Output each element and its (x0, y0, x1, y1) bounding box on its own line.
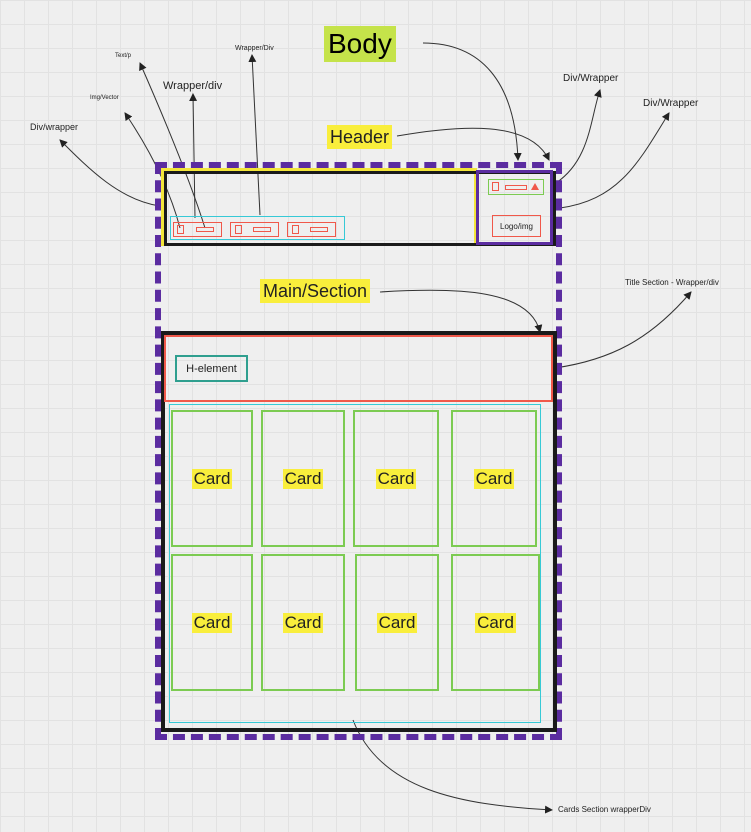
nav-item-1[interactable] (173, 222, 222, 237)
nav-icon-2 (235, 225, 242, 234)
title-section (164, 335, 553, 402)
header-icon-row (488, 179, 544, 195)
arrow-header (396, 127, 550, 161)
nav-item-2[interactable] (230, 222, 279, 237)
body-outline (155, 162, 562, 740)
icon-box (492, 182, 499, 191)
nav-icon-1 (177, 225, 184, 234)
card[interactable]: Card (355, 554, 439, 691)
card[interactable]: Card (171, 410, 253, 547)
annotation-title-section: Title Section - Wrapper/div (625, 278, 719, 287)
arrow-div-wrapper-right-1 (555, 89, 602, 184)
nav-text-2 (253, 227, 271, 232)
card-label: Card (376, 612, 418, 633)
annotation-div-wrapper-right-1: Div/Wrapper (563, 73, 619, 84)
annotation-wrapper-div: Wrapper/div (163, 80, 223, 92)
card[interactable]: Card (451, 554, 540, 691)
triangle-icon (531, 183, 539, 190)
card-label: Card (191, 612, 233, 633)
nav-text-1 (196, 227, 214, 232)
annotation-text-p: Text/p (115, 53, 132, 59)
card[interactable]: Card (261, 410, 345, 547)
main-section-wrapper (161, 331, 557, 732)
card[interactable]: Card (171, 554, 253, 691)
nav-wrapper (170, 216, 345, 240)
card-label: Card (191, 468, 233, 489)
annotation-div-wrapper-right-2: Div/Wrapper (643, 98, 699, 109)
header-section-label: Header (327, 125, 393, 149)
logo-label: Logo/img (500, 221, 533, 231)
logo[interactable]: Logo/img (492, 215, 541, 237)
h-element-label: H-element (186, 362, 237, 375)
annotation-img-vector: Img/Vector (90, 95, 119, 101)
card[interactable]: Card (451, 410, 537, 547)
nav-item-3[interactable] (287, 222, 336, 237)
h-element: H-element (175, 355, 248, 382)
icon-text (505, 185, 527, 190)
card[interactable]: Card (353, 410, 439, 547)
arrow-div-wrapper-right-2 (559, 112, 670, 209)
cards-section-wrapper (169, 404, 541, 723)
annotation-cards-section: Cards Section wrapperDiv (558, 805, 651, 814)
nav-icon-3 (292, 225, 299, 234)
header-right-wrapper (476, 170, 553, 245)
arrow-div-wrapper-left (59, 139, 161, 207)
arrow-title-section (554, 291, 692, 369)
card-label: Card (473, 468, 515, 489)
header-wrapper (164, 171, 556, 246)
card-label: Card (475, 612, 516, 633)
card-label: Card (375, 468, 417, 489)
diagram-title: Body (324, 26, 396, 62)
card-label: Card (282, 468, 324, 489)
nav-text-3 (310, 227, 328, 232)
card[interactable]: Card (261, 554, 345, 691)
arrow-body (422, 42, 522, 161)
annotation-div-wrapper-left: Div/wrapper (30, 122, 79, 132)
main-section-label: Main/Section (260, 279, 371, 303)
card-label: Card (282, 612, 324, 633)
annotation-wrapper-div-upper: Wrapper/Div (235, 45, 274, 52)
